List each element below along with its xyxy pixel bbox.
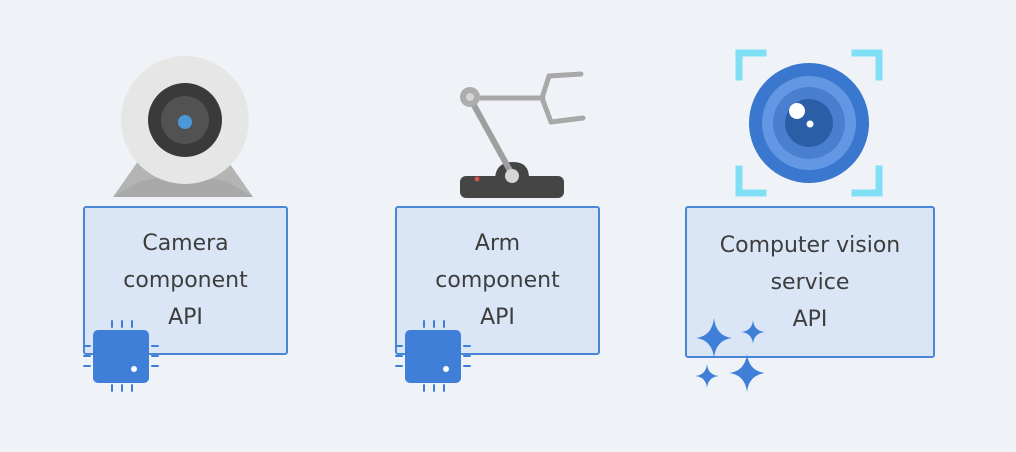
robot-arm-icon bbox=[460, 71, 586, 198]
eye-lens-icon bbox=[735, 49, 883, 197]
card-line: component bbox=[435, 268, 560, 293]
card-line: API bbox=[480, 305, 515, 330]
card-line: Camera bbox=[142, 231, 229, 256]
chip-icon bbox=[395, 320, 471, 392]
card-line: API bbox=[168, 305, 203, 330]
vision-api-card: Computer vision service API bbox=[685, 206, 935, 358]
card-line: Computer vision bbox=[719, 232, 901, 258]
chip-icon bbox=[83, 320, 159, 392]
card-line: component bbox=[123, 268, 248, 293]
card-line: Arm bbox=[474, 231, 521, 256]
card-line: service bbox=[770, 269, 850, 295]
sparkles-icon bbox=[695, 318, 765, 392]
webcam-icon bbox=[113, 56, 253, 197]
camera-api-card: Camera component API bbox=[83, 206, 288, 355]
card-line: API bbox=[792, 306, 828, 332]
